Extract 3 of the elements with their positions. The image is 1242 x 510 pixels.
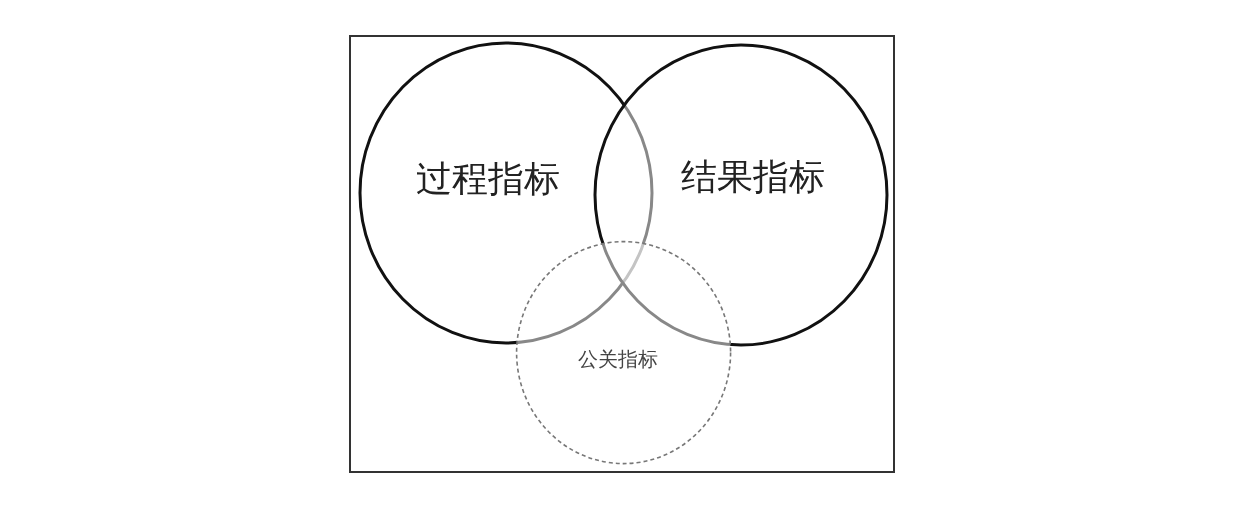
- circle-label: 过程指标: [416, 161, 560, 197]
- circle-label: 结果指标: [681, 159, 825, 195]
- circle-label: 公关指标: [578, 349, 658, 369]
